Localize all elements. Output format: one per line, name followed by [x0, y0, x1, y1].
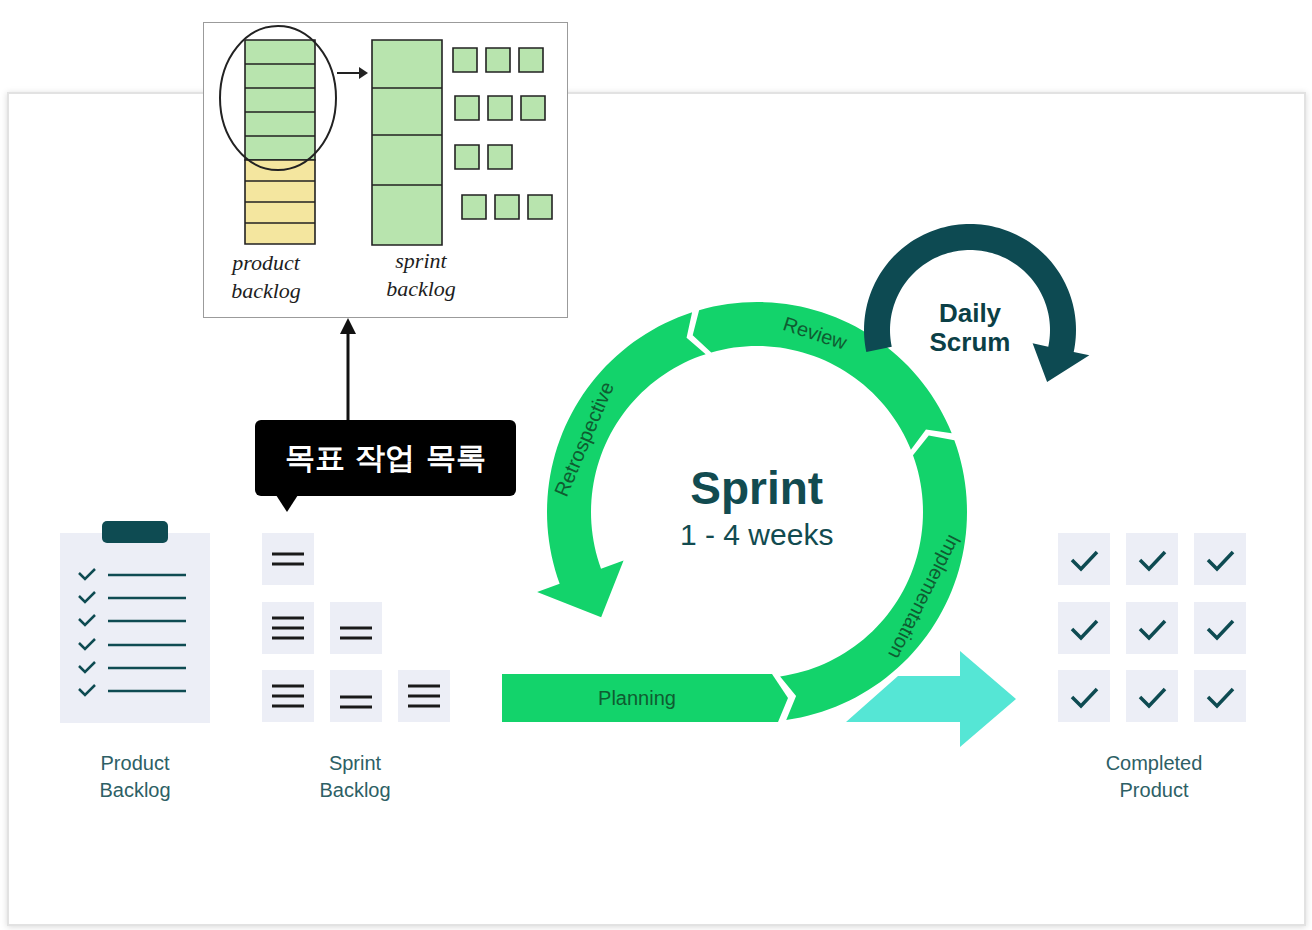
selection-ellipse — [220, 26, 336, 170]
node-label: 1 - 4 weeks — [680, 515, 833, 554]
pointer-line — [347, 332, 350, 420]
task-sticky — [453, 48, 552, 219]
sprint-label: Sprint1 - 4 weeks — [680, 462, 833, 554]
backlog-item-green — [245, 40, 315, 160]
node-label: Sprint — [680, 462, 833, 515]
callout-box: 목표 작업 목록 — [255, 420, 516, 496]
node-label: Daily Scrum — [915, 299, 1025, 356]
backlog-item-yellow — [245, 160, 315, 244]
node-label: product backlog — [216, 249, 316, 304]
sprint-backlog-icon: Sprint Backlog — [255, 518, 455, 804]
node-label: Completed Product — [1089, 750, 1219, 804]
node-label: 목표 작업 목록 — [285, 440, 486, 476]
arrow-head — [340, 318, 356, 334]
sketch-arrow-line — [337, 72, 359, 74]
band-outline — [502, 674, 788, 722]
list-line — [108, 575, 186, 691]
done-tile — [1058, 533, 1246, 722]
review-band: Review — [690, 300, 954, 452]
inset-ground — [203, 22, 568, 318]
sprint-item — [372, 40, 442, 245]
retrospective-arrow: Retrospective — [535, 310, 708, 620]
node-label: Product Backlog — [80, 750, 190, 804]
task-tile — [262, 533, 450, 722]
node-label: Sprint Backlog — [300, 750, 410, 804]
band-outline — [864, 224, 1089, 382]
daily-scrum-arrow: Daily Scrum — [862, 222, 1092, 385]
completed-product-icon: Completed Product — [1016, 518, 1250, 804]
band-outline — [693, 302, 952, 450]
callout-tail — [276, 495, 298, 512]
node-label: Planning — [598, 686, 676, 710]
band-outline — [537, 312, 706, 617]
node-label: sprint backlog — [371, 247, 471, 302]
done-check — [1072, 552, 1233, 706]
planning-band: Planning — [500, 672, 790, 724]
product-backlog-icon: Product Backlog — [55, 518, 215, 804]
pointer-arrow — [340, 318, 356, 420]
clipboard-clip — [102, 521, 168, 543]
sketch-arrow-head — [359, 67, 368, 79]
task-lines — [272, 554, 440, 707]
callout-tail-shape — [276, 495, 298, 512]
check-symbol — [79, 569, 95, 695]
clipboard-sheet — [60, 533, 210, 723]
inset-picture: product backlog sprint backlog — [203, 22, 568, 318]
